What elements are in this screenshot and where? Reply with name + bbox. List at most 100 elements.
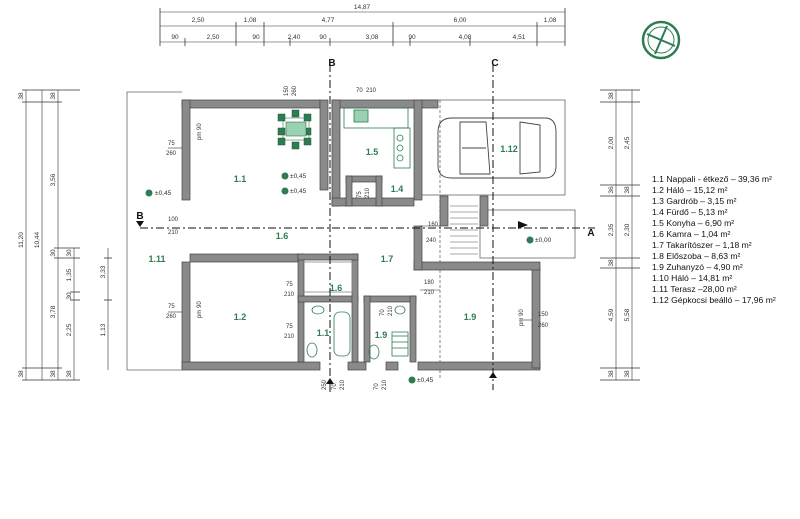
dim-left-in-2: 3,56 (50, 173, 57, 186)
dining-table-icon (277, 109, 312, 150)
dim-top2-9: 4,51 (513, 34, 526, 41)
dim-top2-1: 90 (171, 34, 179, 41)
car-icon (437, 117, 557, 179)
room-label-1-5: 1.5 (366, 147, 379, 157)
legend-item: 1.7 Takarítószer – 1,18 m² (652, 240, 752, 250)
top-dimension-chains (159, 8, 566, 46)
dim-left-in-1: 38 (50, 92, 57, 100)
dim-left-extra-1: 3,33 (100, 265, 107, 278)
door-label-1a: 75 (168, 141, 175, 147)
dim-right-1: 38 (608, 92, 615, 100)
level-3: ±0,45 (290, 188, 307, 195)
section-arrow-icons (136, 221, 528, 384)
door-label-13b: 210 (382, 379, 388, 390)
door-label-2b: 260 (292, 85, 298, 96)
door-label-10a: 180 (424, 280, 435, 286)
entrance-stairs (450, 205, 478, 255)
bathroom-fixtures (301, 261, 409, 360)
dim-left-2: 11,20 (18, 232, 25, 248)
axis-label-c-top: C (491, 58, 498, 69)
axis-label-a-right: A (587, 228, 594, 239)
dim-top2-8: 4,08 (459, 34, 472, 41)
dim-right-5: 38 (608, 259, 615, 267)
legend-item: 1.6 Kamra – 1,04 m² (652, 229, 731, 239)
dim-right-7: 38 (608, 370, 615, 378)
door-label-11a: 150 (538, 312, 549, 318)
dim-top-5: 1,08 (544, 17, 557, 24)
door-label-14a: 70 (380, 309, 386, 316)
legend-item: 1.4 Fürdő – 5,13 m² (652, 207, 728, 217)
door-label-7b: 210 (284, 334, 295, 340)
dim-left-in-5: 38 (50, 370, 57, 378)
dim-top-1: 2,50 (192, 17, 205, 24)
legend-item: 1.3 Gardrób – 3,15 m² (652, 196, 737, 206)
door-openings (168, 147, 532, 321)
door-label-1b: 260 (166, 151, 177, 157)
axis-label-b-top: B (328, 58, 335, 69)
kitchen-counter (343, 107, 411, 169)
dim-right-o1: 2,45 (624, 136, 631, 149)
dim-top2-2: 2,50 (207, 34, 220, 41)
door-label-6b: 210 (284, 292, 295, 298)
door-label-10b: 210 (424, 290, 435, 296)
door-pm-1: pm 90 (197, 123, 203, 140)
dim-left-in2-2: 1,35 (66, 268, 73, 281)
dim-top2-7: 90 (408, 34, 416, 41)
room-label-1-4: 1.4 (391, 184, 404, 194)
legend-item: 1.5 Konyha – 6,90 m² (652, 218, 735, 228)
level-marker-icons (145, 172, 534, 384)
room-label-1-2: 1.2 (234, 312, 247, 322)
legend-item: 1.8 Előszoba – 8,63 m² (652, 251, 741, 261)
walls (181, 99, 541, 371)
door-label-6a: 75 (286, 282, 293, 288)
level-5: ±0,00 (535, 237, 552, 244)
dim-left-extra-2: 1,13 (100, 323, 107, 336)
door-label-5b: 260 (166, 314, 177, 320)
terrace-outline (126, 91, 576, 380)
legend-item: 1.11 Terasz –28,00 m² (652, 284, 737, 294)
dim-left-3: 38 (18, 370, 25, 378)
level-1: ±0,45 (155, 190, 172, 197)
dim-right-2: 2,00 (608, 136, 615, 149)
room-label-1-6b: 1.6 (330, 283, 343, 293)
room-label-1-12: 1.12 (500, 144, 518, 154)
legend-item: 1.10 Háló – 14,81 m² (652, 273, 733, 283)
dim-right-4: 2,35 (608, 223, 615, 236)
level-2: ±0,45 (290, 173, 307, 180)
dim-left-in2-4: 2,25 (66, 323, 73, 336)
room-label-1-9b: 1.9 (464, 312, 477, 322)
door-label-9a: 160 (428, 222, 439, 228)
door-label-8a: 75 (357, 191, 363, 198)
door-label-14b: 210 (388, 305, 394, 316)
door-pm-2: pm 90 (197, 301, 203, 318)
dim-right-o5: 38 (624, 370, 631, 378)
dim-left-1: 38 (18, 92, 25, 100)
room-legend: 1.1 Nappali - étkező – 39,36 m² 1.2 Háló… (652, 174, 800, 306)
legend-item: 1.9 Zuhanyzó – 4,90 m² (652, 262, 743, 272)
door-label-7a: 75 (286, 324, 293, 330)
dim-left-in2-3: 30 (66, 292, 73, 300)
level-4: ±0,45 (417, 377, 434, 384)
dim-top2-3: 90 (252, 34, 260, 41)
dim-top2-4: 2,40 (288, 34, 301, 41)
compass-icon (641, 20, 681, 60)
dim-left-in-4: 3,78 (50, 305, 57, 318)
axis-label-b-left: B (136, 211, 143, 222)
left-dimension-chains (22, 89, 112, 381)
room-label-1-6a: 1.6 (276, 231, 289, 241)
dim-right-o3: 2,30 (624, 223, 631, 236)
dim-right-6: 4,59 (608, 308, 615, 321)
dim-top-2: 1,08 (244, 17, 257, 24)
room-label-1-7: 1.7 (381, 254, 394, 264)
dim-top2-5: 90 (319, 34, 327, 41)
room-label-1-1-bath: 1.1 (317, 328, 330, 338)
legend-item: 1.1 Nappali - étkező – 39,36 m² (652, 174, 772, 184)
door-label-8b: 210 (365, 187, 371, 198)
dim-left-in2-5: 38 (66, 370, 73, 378)
door-label-12b: 210 (340, 379, 346, 390)
door-label-3a: 70 (356, 88, 363, 94)
door-pm-3: pm 90 (519, 309, 525, 326)
dim-top2-6: 3,08 (366, 34, 379, 41)
door-label-13a: 70 (374, 383, 380, 390)
